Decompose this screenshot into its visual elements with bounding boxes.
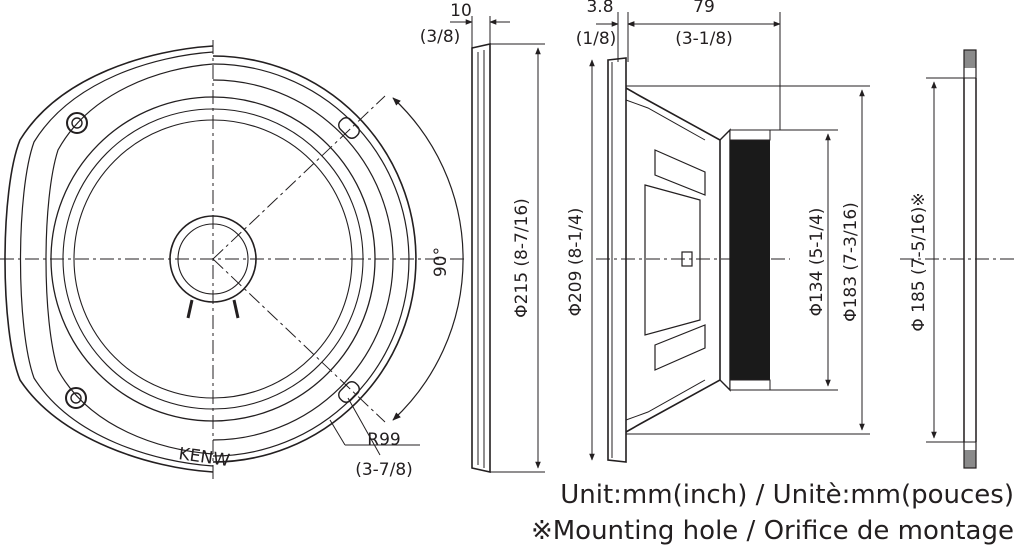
flange-depth: 3.8	[586, 0, 613, 17]
mount-depth: 79	[693, 0, 715, 17]
unit-note: Unit:mm(inch) / Unitè:mm(pouces)	[560, 480, 1014, 510]
cutout-view	[900, 49, 1016, 469]
grille-side-view	[450, 16, 545, 473]
radius-label: R99	[367, 430, 400, 450]
brand-label: KENW	[177, 444, 231, 471]
magnet-diameter: Φ134 (5-1/4)	[807, 208, 827, 317]
mounting-note: ※Mounting hole / Orifice de montage	[530, 516, 1014, 546]
cutout-diameter: Φ 185 (7-5/16)※	[909, 192, 929, 331]
front-view	[0, 40, 468, 480]
flange-depth-inch: (1/8)	[576, 29, 617, 49]
grille-depth-inch: (3/8)	[420, 27, 461, 47]
frame-diameter: Φ209 (8-1/4)	[566, 208, 586, 317]
angle-label: 90°	[431, 247, 451, 277]
magnet-block	[730, 130, 770, 390]
radius-label-inch: (3-7/8)	[355, 460, 413, 480]
grille-depth: 10	[450, 1, 472, 21]
mount-depth-inch: (3-1/8)	[675, 29, 733, 49]
grille-diameter: Φ215 (8-7/16)	[512, 198, 532, 318]
outer-diameter: Φ183 (7-3/16)	[841, 202, 861, 322]
